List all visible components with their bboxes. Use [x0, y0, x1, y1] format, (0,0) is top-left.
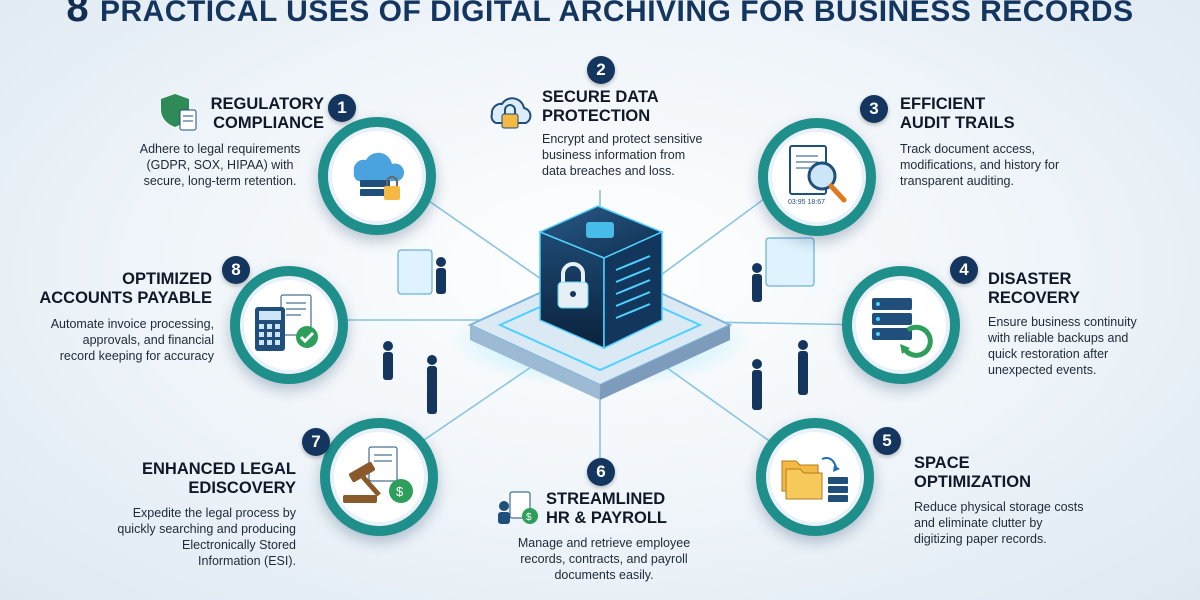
- item-1-description: Adhere to legal requirements (GDPR, SOX,…: [112, 141, 328, 189]
- document-magnifier-icon: 03:95 18:67: [788, 145, 847, 206]
- item-7-desc-line: Expedite the legal process by: [132, 506, 296, 520]
- item-1-desc-line: (GDPR, SOX, HIPAA) with: [146, 158, 294, 172]
- item-6-description: Manage and retrieve employee records, co…: [496, 535, 712, 583]
- shield-document-icon: [161, 94, 197, 131]
- item-3-description: Track document access, modifications, an…: [900, 141, 1059, 189]
- item-3-desc-line: transparent auditing.: [900, 174, 1014, 188]
- item-7-desc-line: Information (ESI).: [198, 554, 296, 568]
- item-7-desc-line: quickly searching and producing: [117, 522, 296, 536]
- badge-6: 6: [587, 458, 615, 486]
- item-3-desc-line: modifications, and history for: [900, 158, 1060, 172]
- item-1-title-line1: REGULATORY: [210, 95, 324, 113]
- item-8-desc-line: Automate invoice processing,: [50, 317, 214, 331]
- ring-efficient-audit-trails: 03:95 18:67: [758, 118, 876, 236]
- item-4-desc-line: Ensure business continuity: [988, 315, 1137, 329]
- item-8-title-line1: OPTIMIZED: [122, 270, 212, 288]
- badge-1: 1: [328, 94, 356, 122]
- item-8-desc-line: approvals, and financial: [82, 333, 214, 347]
- ring-enhanced-legal-ediscovery: $: [320, 418, 438, 536]
- item-3-title: EFFICIENT AUDIT TRAILS: [900, 95, 1015, 133]
- item-3-title-line1: EFFICIENT: [900, 95, 986, 113]
- cloud-lock-icon: [490, 97, 532, 129]
- item-6-title-line2: HR & PAYROLL: [546, 509, 668, 527]
- item-2-desc-line: business information from: [542, 148, 686, 162]
- item-5-title-line1: SPACE: [914, 454, 970, 472]
- item-2-title: SECURE DATA PROTECTION: [542, 88, 659, 126]
- people-documents-icon: $: [498, 491, 538, 524]
- item-1-desc-line: secure, long-term retention.: [143, 174, 297, 188]
- badge-3: 3: [860, 95, 888, 123]
- item-5-desc-line: digitizing paper records.: [914, 532, 1047, 546]
- item-6-desc-line: Manage and retrieve employee: [517, 536, 691, 550]
- timestamp-text: 03:95 18:67: [788, 199, 825, 206]
- item-4-title-line1: DISASTER: [988, 270, 1072, 288]
- gavel-money-icon: $: [343, 446, 413, 503]
- people-illustrations: [383, 237, 815, 414]
- item-7-description: Expedite the legal process by quickly se…: [96, 505, 296, 569]
- page-title: 8 PRACTICAL USES OF DIGITAL ARCHIVING FO…: [0, 0, 1200, 31]
- item-5-desc-line: Reduce physical storage costs: [914, 500, 1084, 514]
- calculator-invoice-icon: [255, 294, 318, 351]
- badge-5: 5: [873, 427, 901, 455]
- svg-text:$: $: [526, 512, 532, 523]
- item-4-title: DISASTER RECOVERY: [988, 270, 1080, 308]
- ring-regulatory-compliance: [318, 117, 436, 235]
- item-4-desc-line: unexpected events.: [988, 363, 1097, 377]
- item-7-title: ENHANCED LEGAL EDISCOVERY: [116, 460, 296, 498]
- item-4-description: Ensure business continuity with reliable…: [988, 314, 1137, 378]
- item-6-title: STREAMLINED HR & PAYROLL: [546, 490, 667, 528]
- item-1-title-line2: COMPLIANCE: [213, 114, 324, 132]
- item-3-title-line2: AUDIT TRAILS: [900, 114, 1015, 132]
- item-5-desc-line: and eliminate clutter by: [914, 516, 1043, 530]
- item-2-description: Encrypt and protect sensitive business i…: [542, 131, 703, 179]
- server-restore-icon: [872, 298, 933, 358]
- item-7-title-line1: ENHANCED LEGAL: [141, 460, 296, 478]
- item-8-title-line2: ACCOUNTS PAYABLE: [39, 289, 212, 307]
- item-2-desc-line: data breaches and loss.: [542, 164, 675, 178]
- item-3-desc-line: Track document access,: [900, 142, 1036, 156]
- title-number: 8: [66, 0, 90, 30]
- badge-8: 8: [222, 256, 250, 284]
- item-8-description: Automate invoice processing, approvals, …: [10, 316, 214, 364]
- ring-space-optimization: [756, 418, 874, 536]
- item-1-title: REGULATORY COMPLIANCE: [196, 95, 324, 133]
- item-5-title: SPACE OPTIMIZATION: [914, 454, 1031, 492]
- item-2-title-line1: SECURE DATA: [542, 88, 659, 106]
- title-text: PRACTICAL USES OF DIGITAL ARCHIVING FOR …: [99, 0, 1134, 28]
- item-4-title-line2: RECOVERY: [988, 289, 1080, 307]
- item-5-title-line2: OPTIMIZATION: [914, 473, 1032, 491]
- padlock-icon: [557, 262, 589, 309]
- item-2-desc-line: Encrypt and protect sensitive: [542, 132, 703, 146]
- item-8-desc-line: record keeping for accuracy: [59, 349, 214, 363]
- badge-2: 2: [587, 56, 615, 84]
- item-2-title-line2: PROTECTION: [542, 107, 651, 125]
- item-5-description: Reduce physical storage costs and elimin…: [914, 499, 1084, 547]
- item-4-desc-line: with reliable backups and: [988, 331, 1129, 345]
- badge-4: 4: [950, 256, 978, 284]
- svg-text:$: $: [396, 484, 404, 499]
- item-4-desc-line: quick restoration after: [988, 347, 1109, 361]
- item-1-desc-line: Adhere to legal requirements: [139, 142, 301, 156]
- item-8-title: OPTIMIZED ACCOUNTS PAYABLE: [20, 270, 212, 308]
- badge-7: 7: [302, 428, 330, 456]
- ring-disaster-recovery: [842, 266, 960, 384]
- item-7-desc-line: Electronically Stored: [182, 538, 296, 552]
- item-6-desc-line: documents easily.: [554, 568, 654, 582]
- item-6-desc-line: records, contracts, and payroll: [520, 552, 688, 566]
- item-7-title-line2: EDISCOVERY: [188, 479, 296, 497]
- central-server-cube: [538, 205, 664, 350]
- item-6-title-line1: STREAMLINED: [546, 490, 666, 508]
- folders-to-server-icon: [781, 457, 848, 502]
- ring-optimized-accounts-payable: [230, 266, 348, 384]
- cloud-server-lock-icon: [353, 152, 405, 200]
